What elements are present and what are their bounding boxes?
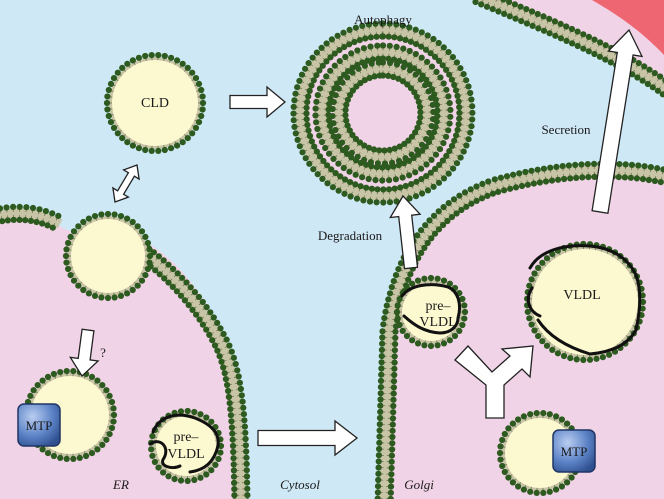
arrow-degradation [389,194,422,270]
vldl-label: VLDL [563,288,600,303]
cld-label: CLD [141,96,169,111]
autophagosome-outer-membrane [290,20,476,206]
arrow-er-to-golgi [257,419,359,457]
mtp-left-label: MTP [26,418,53,433]
particles [22,52,647,496]
apo-b-golgi [400,283,462,335]
vldl-particle [524,240,647,364]
arrow-cld-er-double [112,164,140,203]
er-label: ER [112,477,129,492]
pre-vldl-golgi-label-1: pre– [426,299,452,314]
er-membrane-right [133,241,251,499]
mtp-box-left [17,403,61,447]
autophagosome-inner-lumen [339,69,427,157]
pre-vldl-er-label-1: pre– [174,430,200,445]
pre-vldl-er-particle [148,407,225,485]
cytosol-label: Cytosol [280,477,320,492]
arrow-secretion [591,28,644,215]
arrow-fusion-y [454,345,534,419]
arrow-er-bud-down [69,328,100,378]
cld-droplet [103,52,207,154]
er-membrane-left [0,203,63,231]
autophagy-label: Autophagy [354,12,412,27]
extracellular-space [592,0,664,55]
secretion-label: Secretion [541,122,591,137]
golgi-label: Golgi [404,477,434,492]
apo-b-er [148,413,220,474]
golgi-membrane [374,160,664,499]
question-label: ? [100,345,106,360]
apo-b-vldl [526,244,642,356]
degradation-label: Degradation [318,228,383,243]
autophagosome-core-membrane [329,59,437,167]
pre-vldl-golgi-label-2: VLDL [419,315,456,330]
apolipoproteins [148,244,642,474]
er-budding-droplet [62,210,154,302]
mtp-right-label: MTP [561,444,588,459]
pre-vldl-er-label-2: VLDL [167,447,204,462]
arrow-cld-to-autophagy [229,85,287,119]
mtp-box-right [552,429,596,473]
arrows [69,28,644,457]
extracellular-lumen [480,0,664,85]
